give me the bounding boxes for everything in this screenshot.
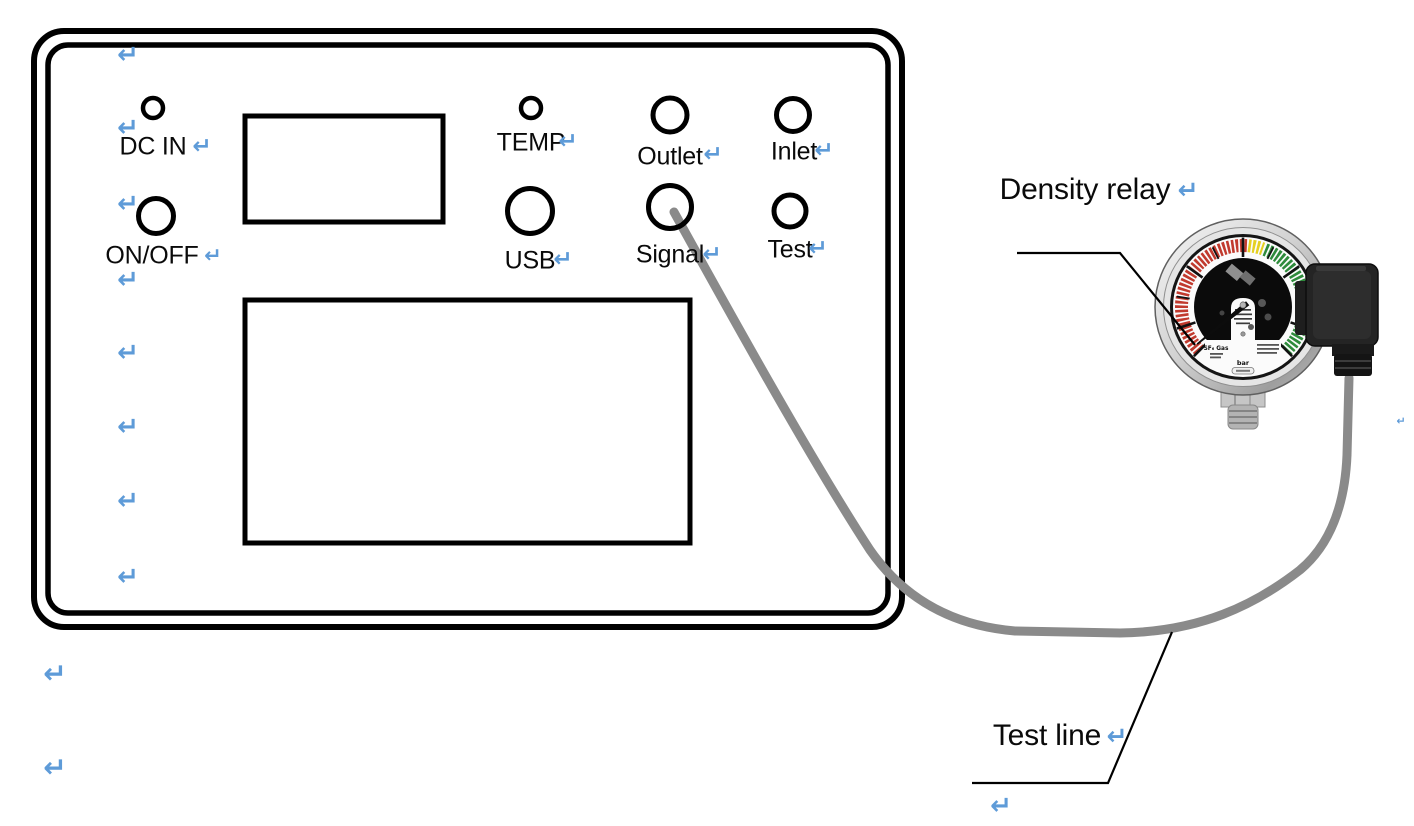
paragraph-mark-icon: ↵: [117, 189, 139, 219]
inlet-port: [774, 96, 812, 134]
test-line-leader-line: [972, 631, 1174, 785]
paragraph-mark-icon: ↵: [1106, 721, 1128, 751]
panel-inner-border: [45, 42, 891, 616]
paragraph-mark-icon: ↵: [117, 338, 139, 368]
gauge-needle-hub: [1239, 301, 1247, 309]
paragraph-mark-icon: ↵: [553, 246, 573, 273]
paragraph-mark-icon: ↵: [43, 751, 67, 784]
paragraph-mark-icon: ↵: [117, 40, 139, 70]
density-relay-gauge: -1024689 SF₆ Gas: [1154, 218, 1332, 430]
inlet-label: Inlet: [770, 137, 818, 166]
density-relay-annotation: Density relay: [999, 173, 1171, 206]
cable-connector-plug: [1295, 263, 1379, 376]
paragraph-mark-icon: ↵: [117, 113, 139, 143]
temp-label: TEMP: [496, 128, 566, 157]
outlet-port: [650, 95, 690, 135]
gauge-small-print: [1210, 344, 1279, 359]
paragraph-mark-icon: ↵: [814, 137, 834, 164]
paragraph-mark-icon: ↵: [990, 791, 1012, 821]
gauge-zone-red: [1175, 239, 1249, 355]
temp-led: [518, 95, 544, 121]
paragraph-mark-icon: ↵: [703, 141, 723, 168]
usb-label: USB: [504, 246, 556, 275]
small-display-window: [242, 113, 446, 225]
gauge-needle: [1196, 301, 1250, 345]
paragraph-mark-icon: ↵: [117, 412, 139, 442]
signal-label: Signal: [635, 240, 705, 269]
usb-port: [505, 186, 555, 236]
paragraph-mark-icon: ↵: [117, 562, 139, 592]
gauge-unit-label: bar: [1237, 359, 1250, 367]
paragraph-mark-icon: ↵: [702, 241, 722, 268]
paragraph-mark-icon: ↵: [192, 133, 212, 160]
paragraph-mark-icon: ↵: [808, 235, 828, 262]
test-label: Test: [767, 235, 813, 264]
paragraph-mark-icon: ↵: [117, 486, 139, 516]
on-off-button: [136, 196, 176, 236]
test-instrument-panel: [31, 28, 905, 630]
signal-port: [646, 183, 694, 231]
dc-in-led: [140, 95, 166, 121]
on-off-label: ON/OFF: [105, 241, 199, 270]
outlet-label: Outlet: [637, 142, 703, 171]
test-line-annotation: Test line: [992, 719, 1102, 752]
panel-outer-border: [31, 28, 905, 630]
paragraph-mark-icon: ↵: [43, 657, 67, 690]
density-relay-leader-line: [1017, 251, 1196, 346]
gauge-gas-label: SF₆ Gas: [1204, 346, 1229, 352]
paragraph-mark-icon: ↵: [1177, 175, 1199, 205]
dc-in-label: DC IN: [119, 132, 187, 161]
panel-ports: [136, 95, 812, 236]
main-display-window: [242, 297, 693, 546]
test-port: [771, 192, 809, 230]
paragraph-mark-icon: ↵: [1396, 414, 1406, 428]
paragraph-mark-icon: ↵: [558, 128, 578, 155]
paragraph-mark-icon: ↵: [117, 265, 139, 295]
test-line-cable: [669, 207, 1354, 638]
gauge-zone-yellow: [1247, 239, 1266, 256]
cable-gland: [1334, 354, 1372, 376]
paragraph-mark-icon: ↵: [204, 243, 222, 268]
